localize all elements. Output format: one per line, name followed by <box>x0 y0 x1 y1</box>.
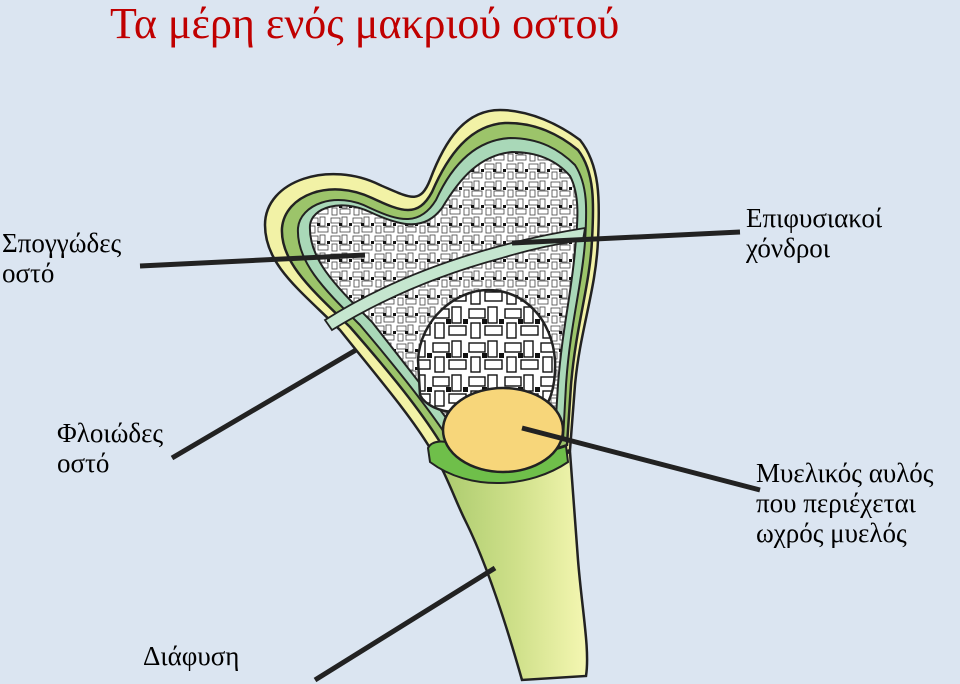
label-line: Φλοιώδες <box>57 418 164 448</box>
label-spongy-bone: Σπογγώδες οστό <box>2 228 121 288</box>
label-epiphyseal-cartilage: Επιφυσιακοί χόνδροι <box>746 203 882 263</box>
label-line: Σπογγώδες <box>2 228 122 258</box>
label-line: Διάφυση <box>143 641 240 671</box>
page-title: Τα μέρη ενός μακριού οστού <box>110 0 620 48</box>
label-line: που περιέχεται <box>756 488 916 518</box>
label-line: Μυελικός αυλός <box>756 458 934 488</box>
yellow-marrow-shape <box>441 386 565 474</box>
label-line: χόνδροι <box>746 233 831 263</box>
label-line: οστό <box>57 448 110 478</box>
label-diaphysis: Διάφυση <box>143 641 239 671</box>
leader-spongy <box>139 252 366 269</box>
leader-epiphyseal <box>511 229 741 246</box>
label-line: οστό <box>2 258 55 288</box>
label-compact-bone: Φλοιώδες οστό <box>57 418 163 478</box>
label-line: Επιφυσιακοί <box>746 203 883 233</box>
leader-diaphysis <box>313 565 497 683</box>
spongy-bone-inner-shape <box>416 288 557 414</box>
leader-compact <box>170 347 358 461</box>
label-medullary-canal: Μυελικός αυλός που περιέχεται ωχρός μυελ… <box>756 458 934 548</box>
leader-marrow <box>521 425 761 493</box>
label-line: ωχρός μυελός <box>756 518 907 548</box>
